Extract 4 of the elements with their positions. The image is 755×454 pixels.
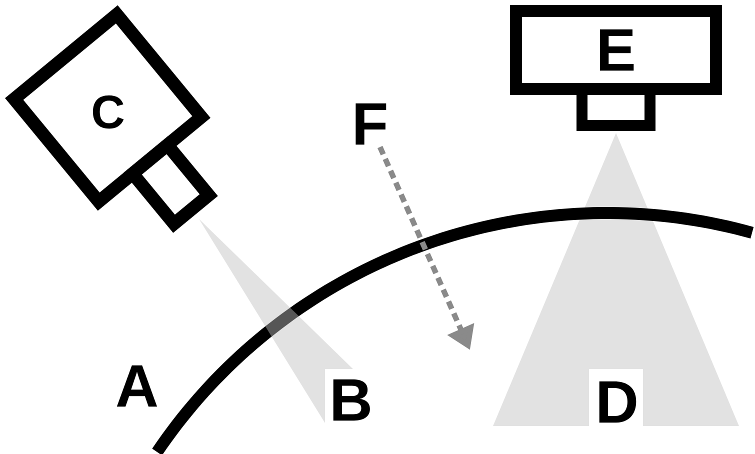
light-beam: D (493, 133, 739, 426)
callout-letter: A (116, 365, 158, 407)
camera: E (510, 5, 722, 131)
callout-letter: F (356, 103, 386, 145)
